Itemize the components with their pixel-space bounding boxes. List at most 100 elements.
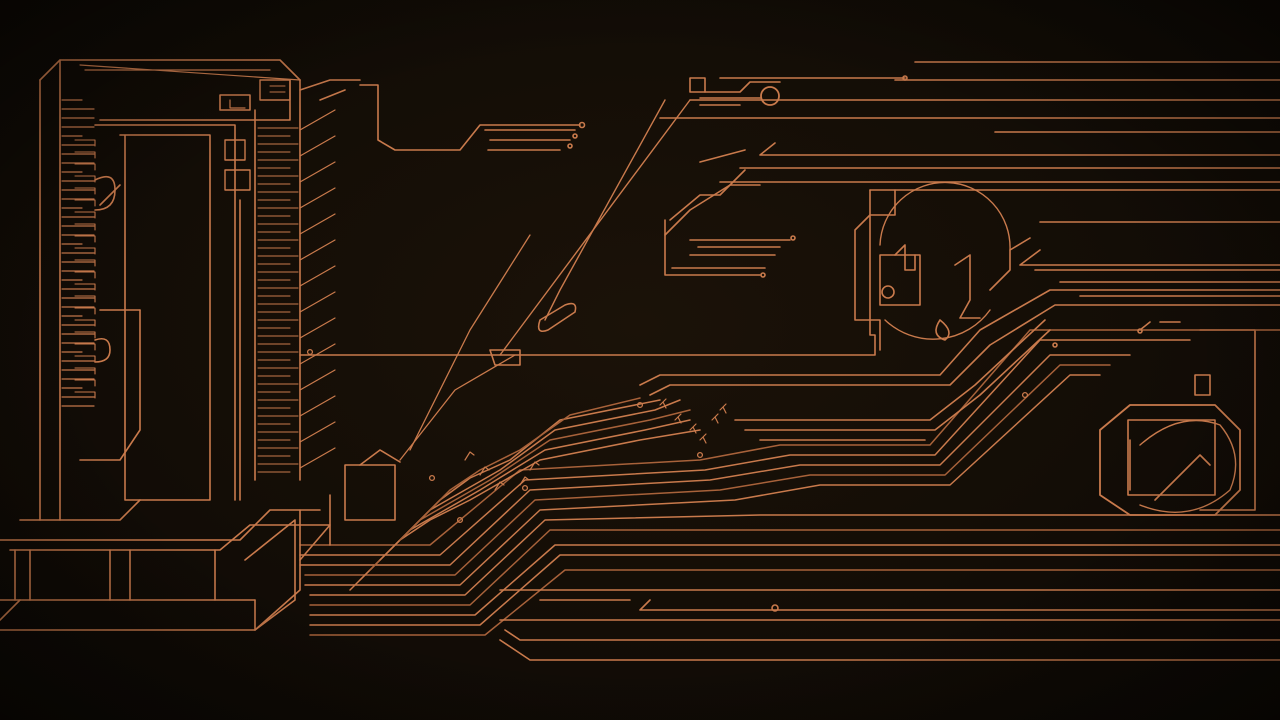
ladder-hook [74,187,96,195]
harness-wire [399,397,641,541]
base-side [244,519,296,631]
diagonal-trace [664,184,761,236]
junction-detail [689,423,697,434]
octagon-core [1127,419,1216,496]
ladder-hook [74,247,96,255]
component-group [219,75,1211,612]
bus-line [989,237,1031,291]
base-box [344,464,396,521]
junction-detail [529,461,540,471]
small-component [224,169,251,191]
junction-detail [494,481,505,491]
terminal-dot [902,75,908,81]
pull-wire [399,354,516,461]
ladder-hook [74,319,96,327]
upper-bus [359,84,581,151]
diagonal-spoke [299,161,336,183]
base-detail [299,494,331,561]
tower-detail [99,184,121,206]
junction-detail [674,413,682,424]
tower-core [119,134,211,501]
housing-arc [879,181,1011,251]
bus-line [699,149,746,163]
terminal-dot [790,235,796,241]
harness-wire [309,514,1280,596]
capsule-component [537,302,577,333]
junction-detail [479,466,490,476]
harness-wire [299,329,1280,546]
ladder-hook [74,235,96,243]
ladder-hook [74,223,96,231]
octagon-housing [1099,404,1241,516]
tower-feed [299,79,361,91]
ladder-hook [74,355,96,363]
junction-detail [699,433,707,444]
small-component [219,94,251,111]
ladder-hook [74,151,96,159]
diagonal-spoke [299,239,336,261]
harness-wire [304,374,1101,586]
pull-wire [409,234,531,451]
octagon-arc [1139,419,1237,513]
diagonal-spoke [299,187,336,209]
ladder-hook [74,343,96,351]
stub-frame [664,219,761,276]
harness-wire [299,354,1131,566]
small-component [1194,374,1211,396]
diagonal-spoke [299,109,336,131]
base-top [9,524,331,551]
terminal-dot [572,133,578,139]
diagonal-spoke [299,317,336,339]
upper-bus [704,81,781,93]
harness-wire [639,289,1280,386]
junction-detail [719,403,727,414]
tower-roof [79,64,301,81]
diagonal-spoke [299,265,336,287]
harness-wire [309,569,1280,636]
valve-circle [760,86,780,106]
terminal-dot [760,272,766,278]
small-detail [269,85,286,93]
harness-wire [359,419,691,581]
bottom-bus [639,599,1280,611]
housing-block [879,254,921,306]
diagonal-spoke [299,421,336,443]
diagonal-spoke [299,213,336,235]
junction-detail [711,413,719,424]
ladder-hook [74,307,96,315]
housing-detail [935,319,950,341]
terminal-dot [636,401,644,409]
housing-frame [854,189,896,351]
terminal-dot [306,348,314,356]
diagonal-spoke [299,135,336,157]
junction-detail [464,451,475,461]
ladder-hook [74,139,96,147]
small-detail [229,99,246,109]
terminal-dot [428,474,436,482]
ladder-hook [74,295,96,303]
bus-line [759,142,1280,156]
housing-knob [881,285,895,299]
terminal-dot [578,121,586,129]
small-component [224,139,246,161]
harness-wire [649,304,1280,396]
terminal-dot [1052,342,1058,348]
diagonal-spoke [299,291,336,313]
base-detail [19,499,141,521]
bottom-bus [499,639,1280,661]
terminal-dot [456,516,464,524]
terminal-dot [771,604,779,612]
shelf-line [299,189,876,356]
terminal-dot [567,143,573,149]
housing-detail [894,244,916,271]
tower-knob [94,337,111,363]
trace-group [0,59,1280,661]
base-rim [0,599,21,621]
small-component [259,79,291,101]
harness-wire [299,339,1191,556]
diagonal-spoke [299,395,336,417]
tower-top [39,59,301,81]
small-component [689,77,706,93]
